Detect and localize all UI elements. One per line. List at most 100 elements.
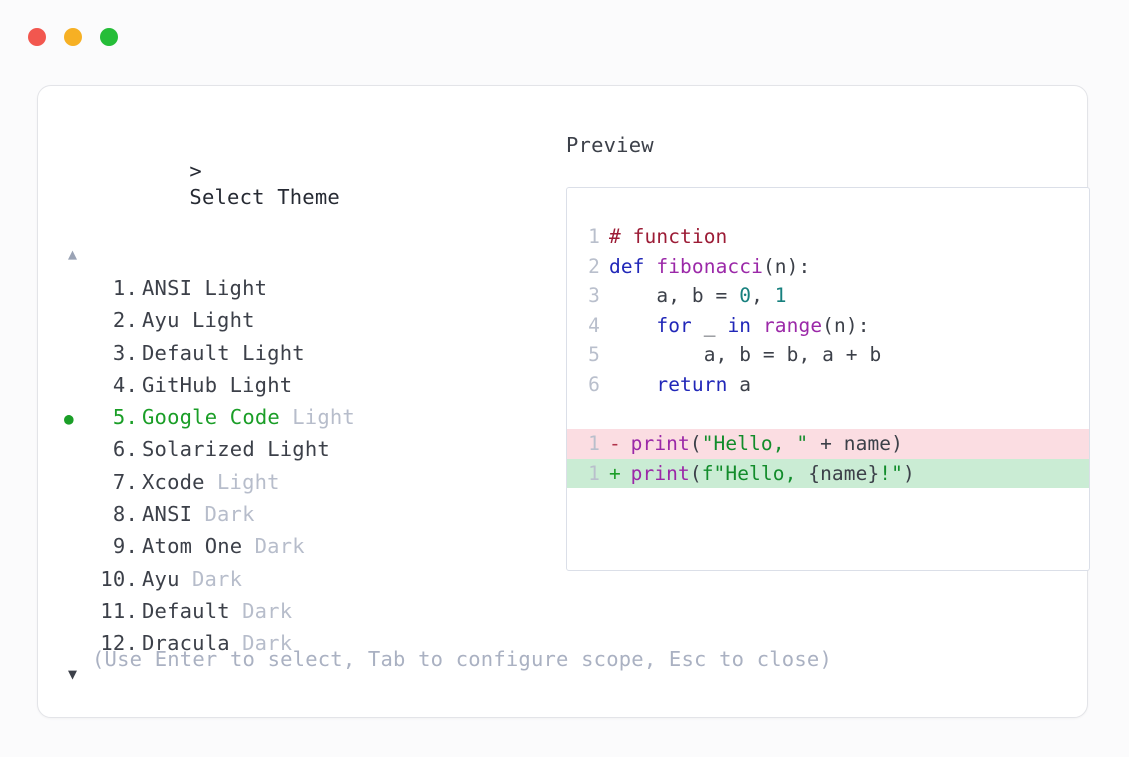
- code-line-content: return a: [609, 370, 751, 400]
- code-line: 3 a, b = 0, 1: [567, 281, 1089, 311]
- code-token-keyword: in: [727, 313, 752, 337]
- line-number: 2: [588, 254, 600, 278]
- line-number: 4: [588, 313, 600, 337]
- line-number: 1: [588, 432, 600, 456]
- diff-line: 1+print(f"Hello, {name}!"): [567, 458, 1089, 489]
- code-line: 6 return a: [567, 370, 1089, 400]
- maximize-window-button[interactable]: [100, 28, 118, 46]
- theme-item-name: ANSI: [142, 276, 193, 300]
- theme-item-name: Atom One: [142, 534, 243, 559]
- diff-sign: -: [609, 432, 621, 456]
- theme-item-index: 10.: [100, 566, 138, 591]
- page-title: > Select Theme: [64, 132, 534, 236]
- theme-item-index: 9.: [112, 534, 138, 559]
- code-token-comment: # function: [609, 225, 728, 248]
- code-token-plain: [609, 373, 656, 396]
- theme-item-name: Default: [142, 340, 230, 365]
- code-line-content: def fibonacci(n):: [609, 252, 810, 282]
- code-token-plain: (n):: [762, 254, 811, 278]
- code-token-plain: [609, 314, 656, 337]
- code-token-plain: {name}: [808, 461, 880, 485]
- theme-item-variant: Dark: [204, 502, 255, 527]
- theme-item-name: ANSI: [142, 502, 193, 527]
- code-line-content: a, b = 0, 1: [609, 281, 787, 311]
- theme-item-name: Ayu: [142, 566, 180, 591]
- theme-item-index: 3.: [112, 340, 138, 365]
- code-line-content: # function: [609, 222, 727, 252]
- scroll-down-icon[interactable]: ▼: [68, 664, 78, 683]
- theme-item-index: 12.: [100, 631, 138, 656]
- code-line-content: for _ in range(n):: [609, 311, 870, 341]
- code-token-plain: (: [689, 432, 702, 456]
- code-token-number: 0: [739, 284, 752, 308]
- code-token-plain: (: [689, 461, 702, 485]
- preview-label: Preview: [566, 133, 654, 157]
- code-token-keyword: for: [656, 313, 692, 337]
- theme-item-index: 4.: [112, 372, 138, 397]
- theme-item-name: Dracula: [142, 631, 230, 656]
- line-number: 3: [588, 284, 600, 308]
- code-line: 4 for _ in range(n):: [567, 311, 1089, 341]
- code-token-string: "Hello, ": [701, 432, 809, 456]
- page-title-label: Select Theme: [189, 185, 340, 209]
- code-token-string: !": [879, 461, 903, 485]
- code-token-plain: [751, 314, 763, 337]
- code-token-plain: _: [691, 313, 728, 337]
- theme-item-index: 2.: [112, 308, 138, 333]
- code-line-content: print(f"Hello, {name}!"): [631, 459, 915, 489]
- code-token-plain: a, b = b, a + b: [609, 343, 882, 367]
- theme-item-variant: Light: [191, 308, 255, 333]
- code-line-content: print("Hello, " + name): [631, 429, 903, 459]
- theme-item-index: 6.: [112, 437, 138, 462]
- code-token-func: print: [630, 432, 690, 456]
- prompt-caret-icon: >: [189, 159, 202, 183]
- code-token-func: fibonacci: [656, 254, 763, 278]
- code-line-content: a, b = b, a + b: [609, 340, 882, 370]
- code-token-func: print: [630, 461, 690, 485]
- selected-bullet-icon: ●: [64, 409, 74, 429]
- code-token-plain: a: [727, 372, 752, 396]
- code-token-string: f"Hello,: [701, 461, 809, 485]
- code-line: 2 def fibonacci(n):: [567, 252, 1089, 282]
- window-controls: [28, 28, 118, 46]
- theme-picker-column: > Select Theme ▲ ●1.ANSILight●2.AyuLight…: [64, 132, 534, 687]
- theme-item-name: Default: [142, 598, 230, 623]
- theme-item-variant: Dark: [242, 598, 293, 623]
- theme-item-name: GitHub: [142, 372, 218, 397]
- theme-item-name: Google Code: [142, 405, 280, 430]
- code-token-keyword: return: [656, 372, 728, 396]
- code-line: 1 # function: [567, 222, 1089, 252]
- code-spacer: [567, 400, 1089, 430]
- close-window-button[interactable]: [28, 28, 46, 46]
- minimize-window-button[interactable]: [64, 28, 82, 46]
- theme-item-name: Ayu: [142, 308, 180, 333]
- scroll-up-icon[interactable]: ▲: [68, 245, 78, 263]
- code-token-plain: + name): [808, 432, 903, 456]
- theme-item-variant: Dark: [191, 566, 243, 591]
- code-token-plain: ,: [751, 284, 775, 308]
- theme-item-variant: Light: [204, 276, 268, 300]
- theme-item-variant: Light: [242, 340, 305, 365]
- theme-list: ●1.ANSILight●2.AyuLight●3.DefaultLight●4…: [64, 273, 534, 661]
- line-number: 5: [588, 343, 600, 367]
- code-token-keyword: def: [609, 254, 657, 278]
- theme-item-index: 1.: [112, 276, 138, 300]
- code-token-plain: a, b =: [609, 284, 740, 308]
- code-line: 5 a, b = b, a + b: [567, 340, 1089, 370]
- line-number: 1: [588, 225, 600, 248]
